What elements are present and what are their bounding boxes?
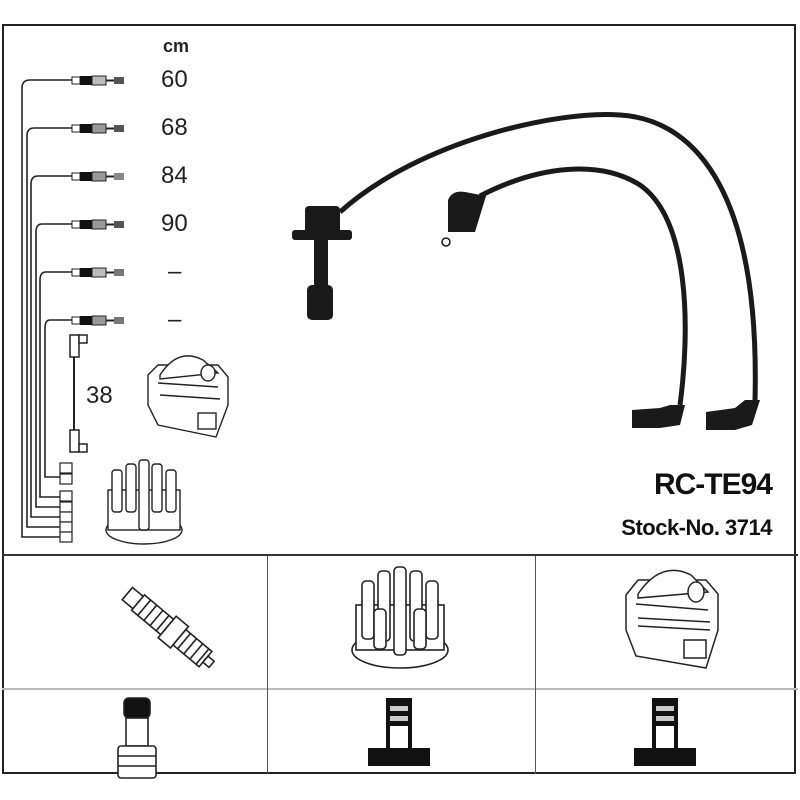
connector-6	[71, 315, 124, 326]
distributor-end-terminals	[59, 462, 73, 543]
spark-plug-icon	[121, 586, 216, 669]
connector-5	[71, 267, 124, 278]
connector-4	[71, 219, 124, 230]
wire-length-4: 90	[161, 210, 188, 237]
connector-2	[71, 123, 124, 134]
wire-route-3	[30, 175, 72, 518]
wire-connectors	[71, 75, 124, 326]
distributor-cap-small-icon	[105, 459, 183, 545]
wire-route-4	[35, 223, 72, 508]
plug-boot-2	[706, 400, 760, 430]
wire-route-1	[21, 79, 72, 538]
distributor-cap-icon	[351, 566, 449, 669]
wire-length-2: 68	[161, 114, 188, 141]
wire-length-1: 60	[161, 66, 188, 93]
section-divider	[2, 554, 798, 556]
angled-boot-top	[448, 191, 486, 232]
wire-route-2	[26, 127, 72, 528]
wire-routes	[21, 79, 72, 538]
cable-short	[478, 166, 688, 406]
ignition-cable-set	[292, 111, 760, 430]
wire-length-5: –	[168, 258, 182, 285]
unit-label: cm	[163, 36, 190, 56]
plug-boot-1	[632, 405, 685, 428]
diagram-frame	[2, 24, 796, 774]
coil-lead	[69, 334, 88, 453]
wire-route-6	[44, 319, 72, 478]
connector-3	[71, 171, 124, 182]
distributor-terminal-icon	[368, 698, 430, 766]
coil-terminal-icon	[634, 698, 696, 766]
coil-lead-length: 38	[86, 382, 113, 409]
spark-plug-terminal-icon	[117, 697, 157, 779]
row-divider	[2, 688, 798, 690]
wire-route-5	[39, 271, 72, 498]
cable-long	[338, 111, 758, 401]
wire-length-6: –	[168, 306, 182, 333]
ignition-coil-icon	[625, 569, 719, 669]
connector-1	[71, 75, 124, 86]
coil-connector-boot	[292, 206, 352, 320]
stock-number: Stock-No. 3714	[621, 515, 772, 540]
column-divider-1	[267, 556, 268, 774]
ignition-coil-small-icon	[147, 355, 229, 438]
part-number: RC-TE94	[653, 468, 773, 501]
wire-length-3: 84	[161, 162, 188, 189]
column-divider-2	[535, 556, 536, 774]
